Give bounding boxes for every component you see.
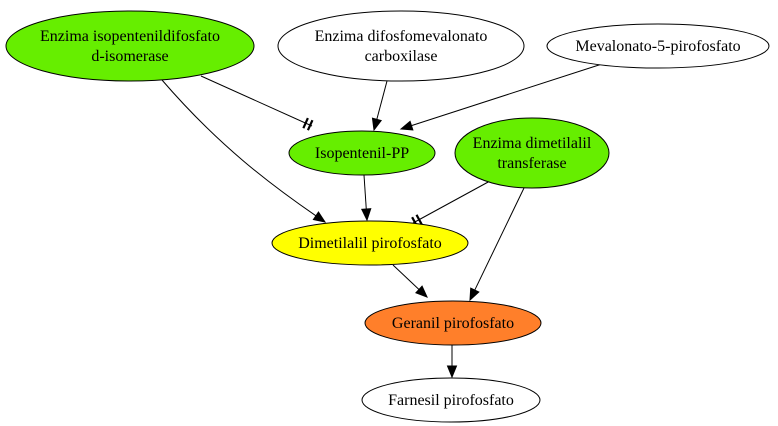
arrowhead-icon [371, 117, 383, 132]
node-ellipse [5, 10, 255, 82]
node-label: Enzima dimetilalil [473, 135, 592, 152]
edge-line [412, 180, 491, 224]
node-label: transferase [497, 155, 566, 172]
edge-line [474, 187, 525, 291]
edge-isopentenil-to-dimetilalil [361, 174, 372, 222]
node-label: carboxilase [365, 48, 438, 65]
node-ellipse [361, 377, 541, 423]
edge-line [363, 174, 367, 210]
edge-line [161, 79, 317, 217]
node-isomerase: Enzima isopentenildifosfato d-isomerase [5, 10, 255, 82]
inhibition-bar-icon [415, 214, 423, 226]
edge-line [376, 80, 388, 120]
arrowhead-icon [415, 285, 428, 298]
arrowhead-icon [469, 287, 480, 302]
node-label: Isopentenil-PP [315, 145, 409, 162]
node-ellipse [454, 117, 610, 189]
edge-isomerase-to-isopentenil [200, 75, 314, 131]
node-ellipse [288, 130, 436, 176]
node-ellipse [271, 220, 469, 266]
node-ellipse [546, 23, 770, 69]
edge-carboxilase-to-isopentenil [371, 80, 388, 132]
node-carboxilase: Enzima difosfomevalonato carboxilase [277, 10, 525, 82]
node-isopentenil: Isopentenil-PP [288, 130, 436, 176]
node-mevalonato: Mevalonato-5-pirofosfato [546, 23, 770, 69]
node-dimetilalil: Dimetilalil pirofosfato [271, 220, 469, 266]
edge-geranil-to-farnesil [446, 345, 458, 379]
edge-layer [161, 63, 603, 379]
arrowhead-icon [399, 120, 414, 131]
edge-dimetilalil-to-geranil [392, 264, 428, 298]
node-label: Mevalonato-5-pirofosfato [575, 38, 740, 55]
node-geranil: Geranil pirofosfato [364, 300, 542, 346]
edge-transferase-to-geranil [469, 187, 525, 302]
node-label: Farnesil pirofosfato [388, 392, 514, 409]
node-transferase: Enzima dimetilalil transferase [454, 117, 610, 189]
edge-isomerase-to-dimetilalil [161, 79, 327, 223]
edge-line [411, 63, 603, 127]
node-label: Enzima isopentenildifosfato [40, 28, 220, 45]
inhibition-bar-icon [302, 117, 309, 129]
node-layer: Enzima isopentenildifosfatod-isomeraseEn… [5, 10, 770, 423]
node-label: Enzima difosfomevalonato [315, 28, 488, 45]
arrowhead-icon [312, 211, 327, 223]
node-ellipse [364, 300, 542, 346]
edge-line [392, 264, 420, 290]
node-ellipse [277, 10, 525, 82]
arrowhead-icon [446, 365, 458, 379]
inhibition-bar-icon [306, 119, 314, 131]
edge-line [200, 75, 313, 127]
arrowhead-icon [361, 208, 372, 222]
node-label: Geranil pirofosfato [392, 315, 514, 332]
edge-transferase-to-dimetilalil [411, 180, 491, 228]
edge-mevalonato-to-isopentenil [399, 63, 603, 131]
node-farnesil: Farnesil pirofosfato [361, 377, 541, 423]
node-label: d-isomerase [91, 48, 168, 65]
node-label: Dimetilalil pirofosfato [298, 235, 442, 252]
